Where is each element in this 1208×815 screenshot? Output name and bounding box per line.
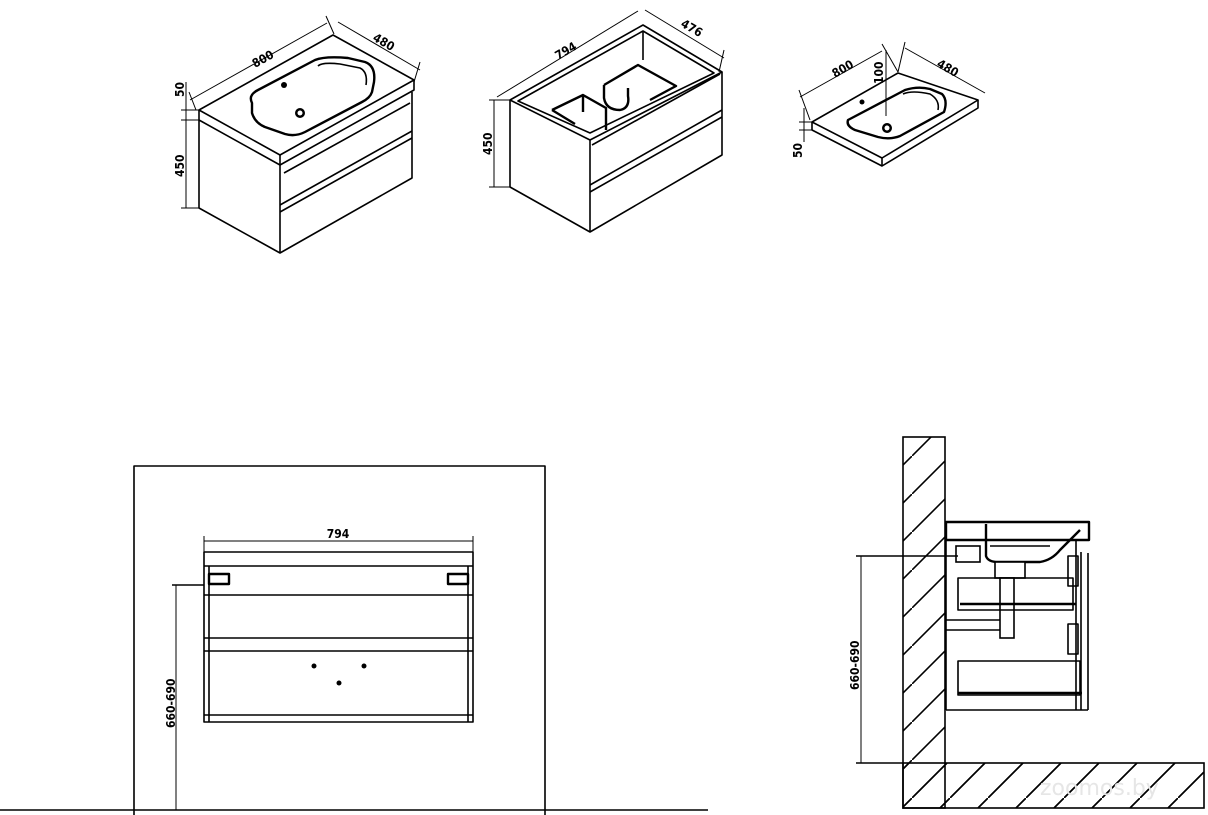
mounting-hole: [311, 663, 317, 669]
front-view: 794 660-690: [0, 465, 708, 815]
dim-cabinet-height-label: 450: [173, 154, 187, 177]
dim-mount-height-label: 660-690: [164, 678, 178, 728]
dim-width-label: 800: [250, 47, 277, 70]
dim-top-thickness-label: 50: [173, 82, 187, 97]
dim-depth-label: 480: [935, 56, 962, 79]
mounting-hole: [361, 663, 367, 669]
dim-mount-height-label: 660-690: [848, 640, 862, 690]
dim-width-label: 794: [553, 39, 580, 63]
iso-cabinet: 794 476 450: [481, 9, 725, 233]
dim-width-label: 794: [327, 527, 350, 541]
dim-width-label: 800: [830, 57, 857, 80]
dim-depth-label: 476: [679, 16, 706, 39]
iso-vanity-with-basin: 800 480 50 450: [173, 15, 421, 254]
watermark: zoomos.by: [1040, 776, 1159, 801]
dim-depth-label: 480: [371, 30, 398, 53]
side-view: 660-690 zoomos.by: [848, 436, 1205, 809]
dim-thickness-label: 50: [791, 143, 805, 158]
mounting-hole: [336, 680, 342, 686]
dim-bowl-depth-label: 100: [872, 61, 886, 84]
dim-height-label: 450: [481, 132, 495, 155]
iso-basin: 800 100 480 50: [791, 41, 986, 167]
